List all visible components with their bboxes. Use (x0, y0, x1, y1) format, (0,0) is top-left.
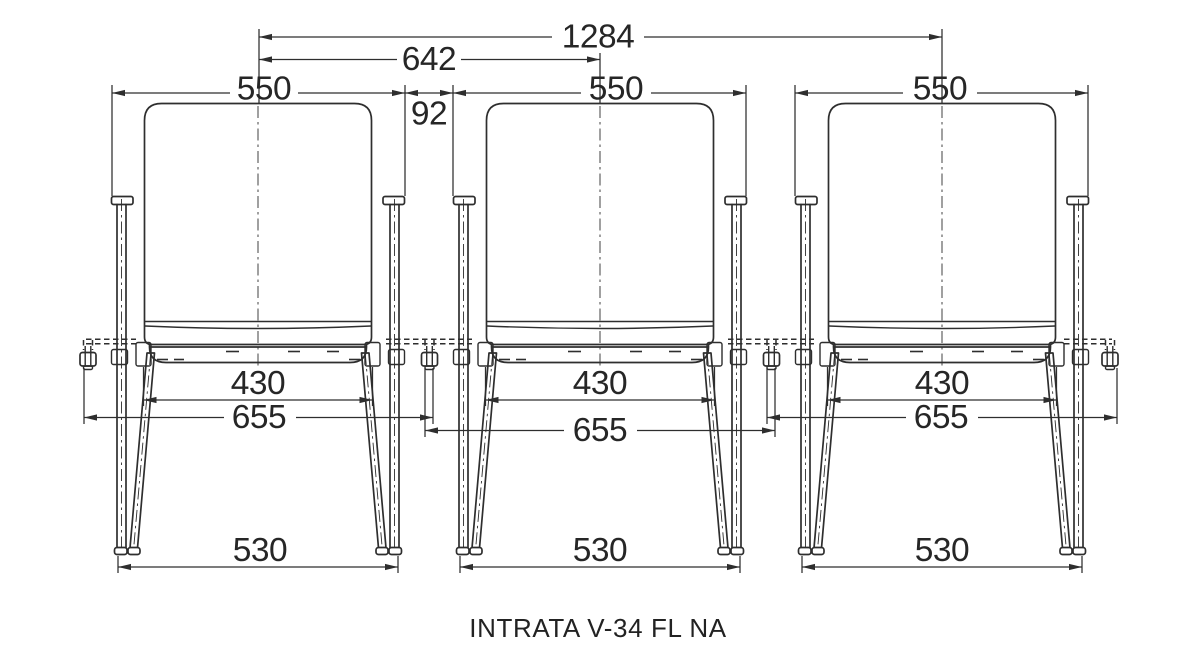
dim-label-530-2: 530 (573, 532, 627, 569)
dim-label-642: 642 (402, 41, 456, 78)
dim-label-92: 92 (411, 96, 447, 133)
dim-label-550-2: 550 (589, 71, 643, 108)
extension-lines (83, 29, 1118, 573)
product-caption: INTRATA V-34 FL NA (469, 613, 726, 643)
dim-label-655-3: 655 (914, 399, 968, 436)
dim-label-430-2: 430 (573, 365, 627, 402)
dim-label-655-2: 655 (573, 412, 627, 449)
dim-link-width-655: 655 655 655 (84, 399, 1117, 449)
dim-label-430-3: 430 (915, 365, 969, 402)
dim-label-550-3: 550 (913, 71, 967, 108)
dim-pitch-642: 642 (259, 41, 600, 78)
dim-seat-width-430: 430 430 430 (143, 365, 1057, 404)
dim-label-655-1: 655 (232, 399, 286, 436)
dim-label-530-3: 530 (915, 532, 969, 569)
dim-label-530-1: 530 (233, 532, 287, 569)
dim-span-1284: 1284 (259, 19, 942, 56)
dim-label-430-1: 430 (231, 365, 285, 402)
link-bars (86, 338, 1112, 345)
dim-gap-92: 92 (405, 89, 453, 133)
dim-label-550-1: 550 (237, 71, 291, 108)
dim-leg-span-530: 530 530 530 (118, 532, 1082, 571)
dim-label-1284: 1284 (562, 19, 635, 56)
dim-chair-width-550: 550 550 550 (112, 71, 1088, 108)
